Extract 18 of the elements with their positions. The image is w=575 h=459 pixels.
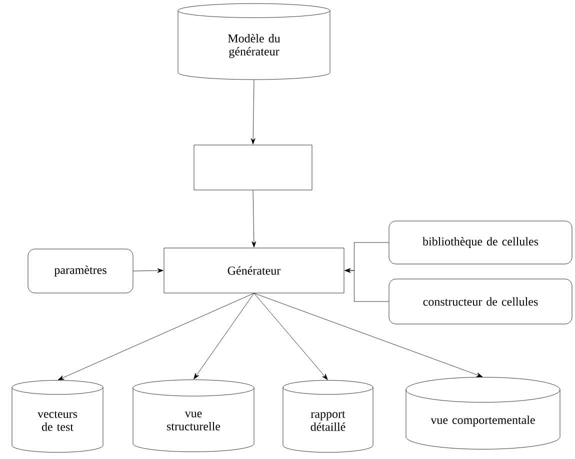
arrow [250,80,256,144]
input-box: paramètres [28,248,134,294]
data-cylinder: rapport détaillé [282,380,374,453]
data-cylinder: Modèle du générateur [178,3,330,80]
data-cylinder: vue comportementale [406,377,560,450]
input-box: constructeur de cellules [388,278,572,324]
arrow [133,268,164,273]
arrow [194,293,254,380]
arrow [344,268,389,302]
arrow [252,190,256,248]
arrow [254,293,328,380]
process-box [194,144,312,190]
data-cylinder: vecteurs de test [12,380,104,453]
input-box: bibliothèque de cellules [388,220,572,264]
process-box: Générateur [164,248,344,294]
data-cylinder: vue structurelle [132,380,254,452]
arrow [58,293,254,380]
arrow [254,293,483,377]
